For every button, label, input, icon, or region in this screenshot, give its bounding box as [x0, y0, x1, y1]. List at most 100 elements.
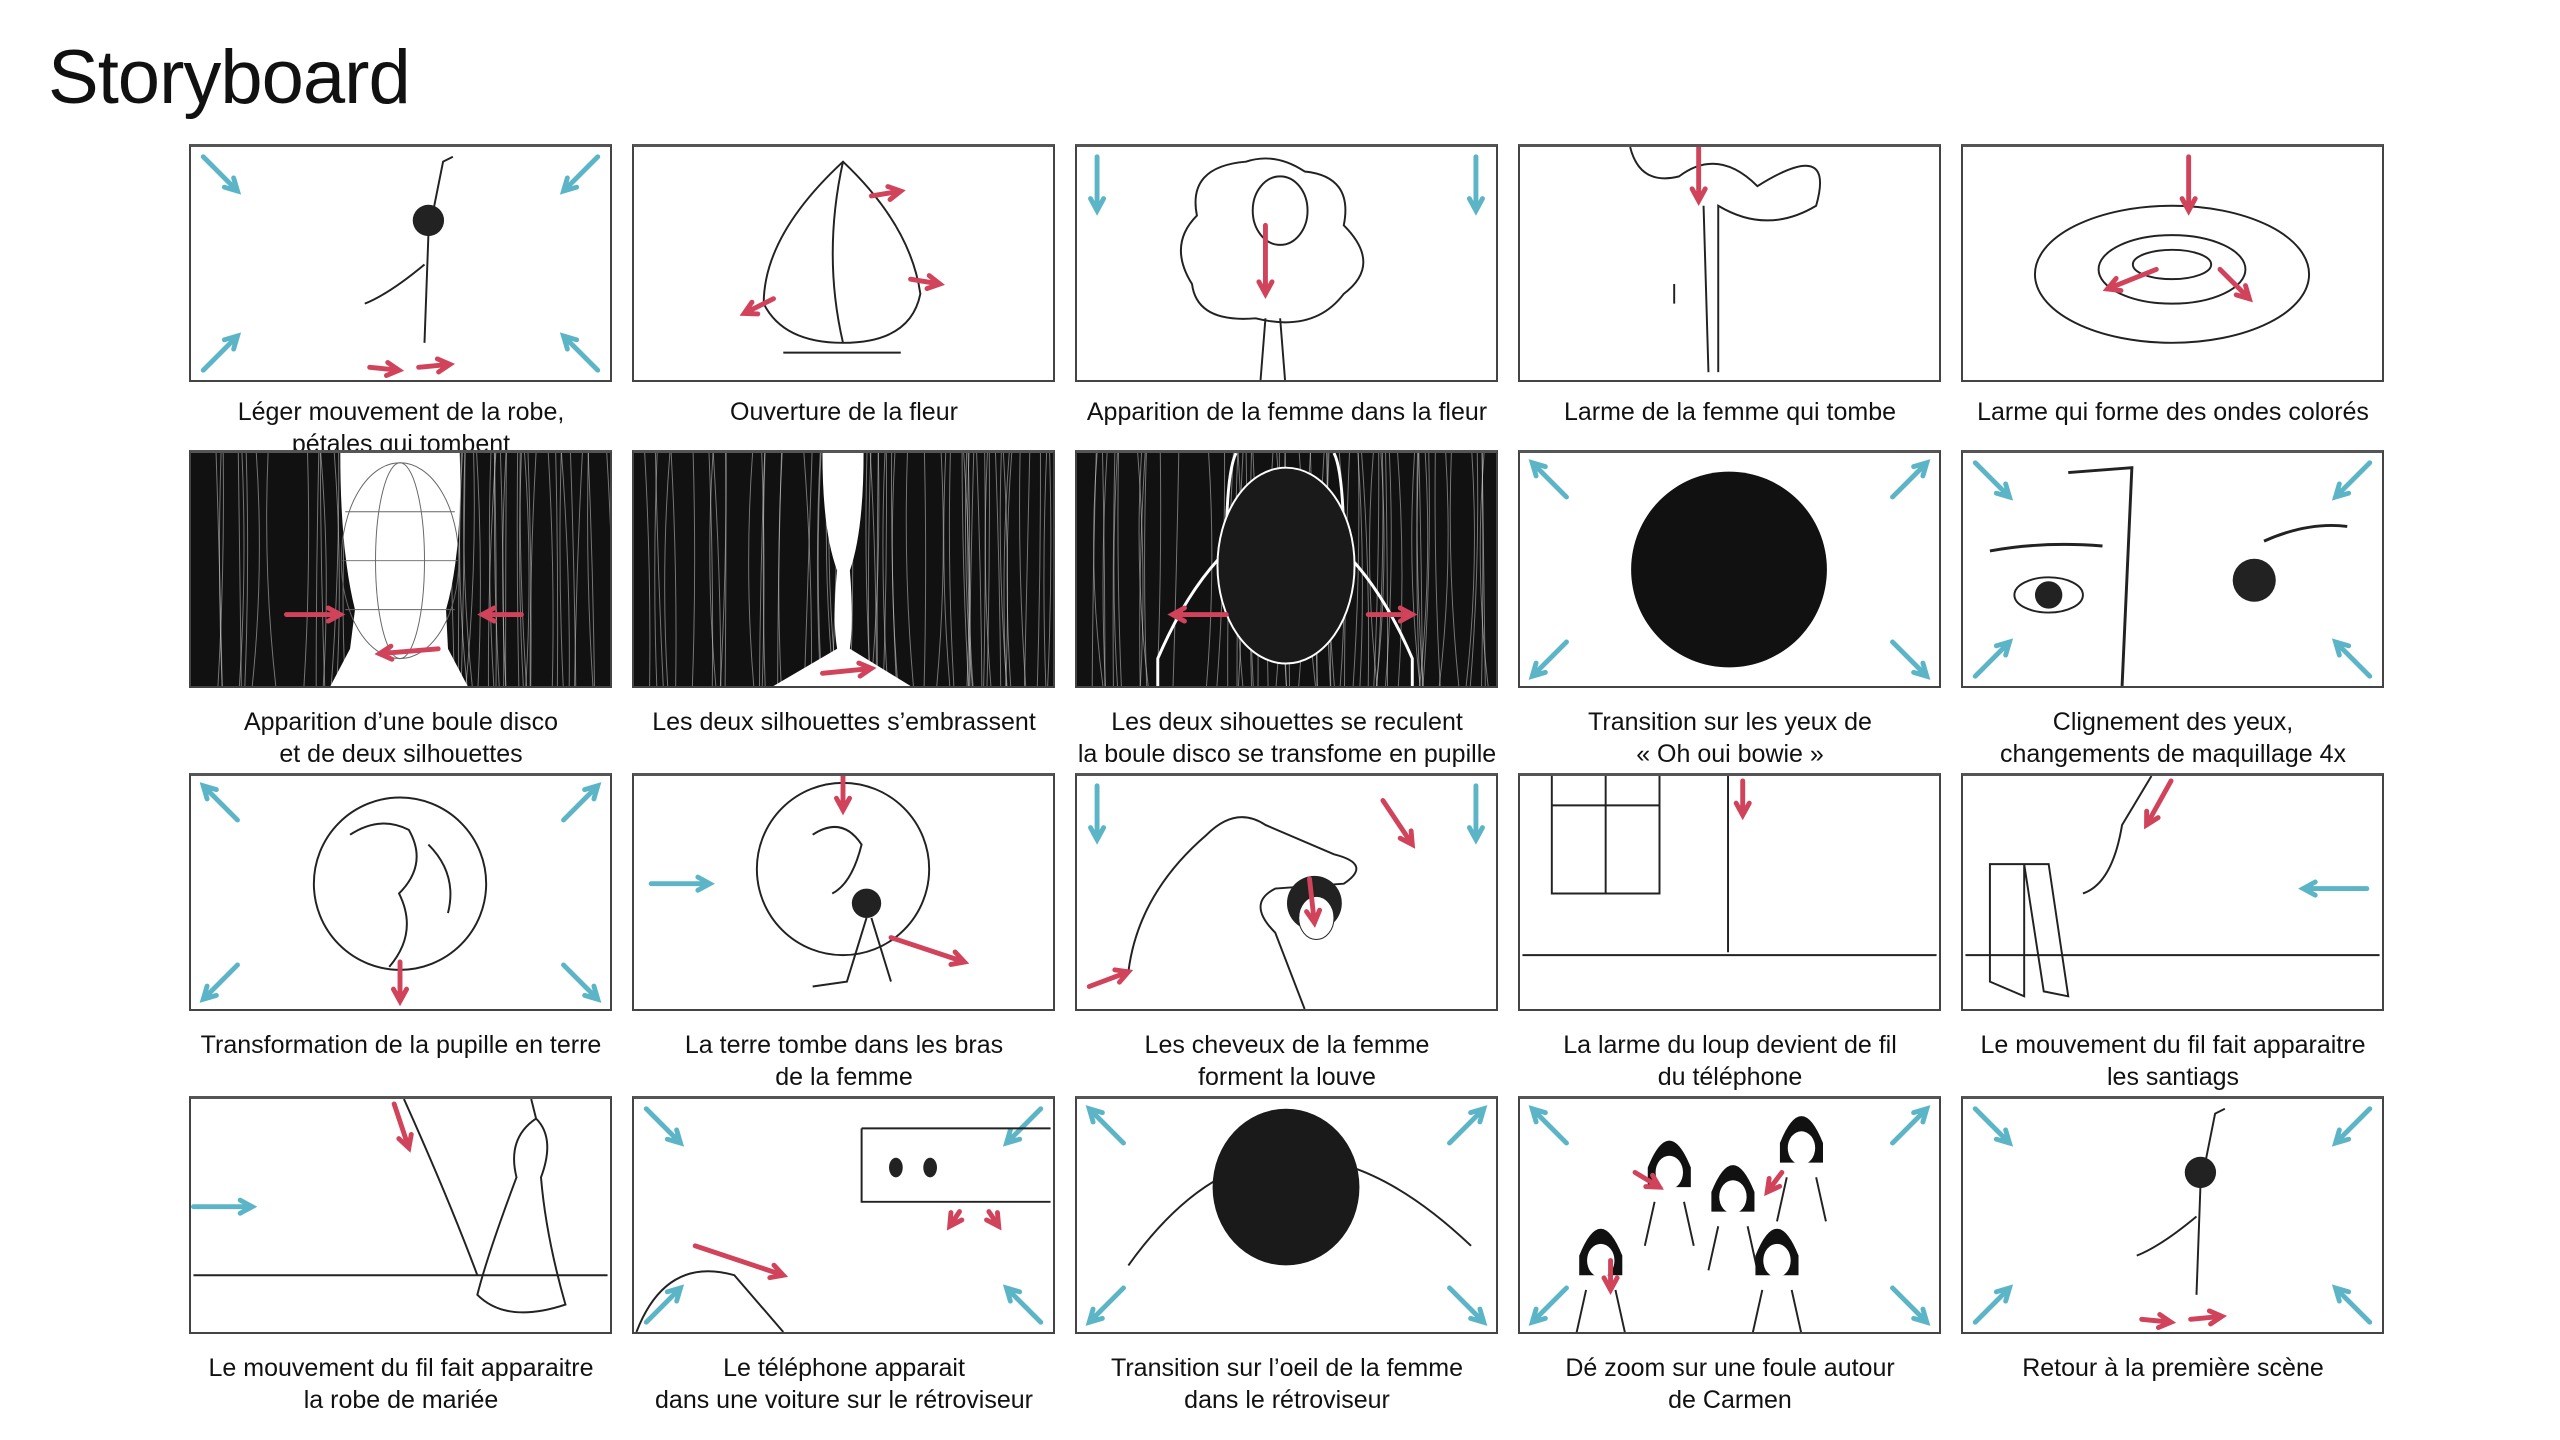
caption-line: de la femme — [624, 1061, 1064, 1093]
sketch-dress — [191, 1099, 610, 1332]
storyboard-frame-16 — [189, 1096, 612, 1334]
caption-line: Larme qui forme des ondes colorés — [1953, 396, 2393, 428]
sketch-wolf — [1077, 776, 1496, 1009]
frame-caption: Transition sur l’oeil de la femmedans le… — [1067, 1352, 1507, 1416]
arrow-icon — [1736, 781, 1749, 815]
arrow-icon — [2142, 1314, 2171, 1327]
arrow-icon — [891, 938, 964, 965]
frame-caption: Ouverture de la fleur — [624, 396, 1064, 428]
arrow-icon — [651, 877, 710, 890]
arrow-icon — [564, 336, 598, 370]
arrow-icon — [1007, 1288, 1041, 1322]
caption-line: Léger mouvement de la robe, — [181, 396, 621, 428]
arrow-icon — [1767, 1172, 1782, 1192]
frame-caption: Larme de la femme qui tombe — [1510, 396, 1950, 428]
caption-line: La larme du loup devient de fil — [1510, 1029, 1950, 1061]
arrow-icon — [2147, 781, 2171, 825]
arrow-icon — [2336, 463, 2370, 497]
frame-caption: Larme qui forme des ondes colorés — [1953, 396, 2393, 428]
frame-caption: Dé zoom sur une foule autourde Carmen — [1510, 1352, 1950, 1416]
arrow-icon — [1532, 1288, 1566, 1322]
caption-line: Clignement des yeux, — [1953, 706, 2393, 738]
storyboard-frame-19 — [1518, 1096, 1941, 1334]
caption-line: « Oh oui bowie » — [1510, 738, 1950, 770]
caption-line: Transition sur les yeux de — [1510, 706, 1950, 738]
frame-caption: Apparition d’une boule discoet de deux s… — [181, 706, 621, 770]
arrow-icon — [1090, 786, 1103, 840]
arrow-icon — [1007, 1109, 1041, 1143]
arrow-icon — [695, 1246, 783, 1278]
arrow-icon — [203, 336, 237, 370]
caption-line: dans une voiture sur le rétroviseur — [624, 1384, 1064, 1416]
caption-line: Les deux sihouettes se reculent — [1067, 706, 1507, 738]
caption-line: Apparition d’une boule disco — [181, 706, 621, 738]
arrow-icon — [482, 608, 521, 621]
arrow-icon — [987, 1212, 999, 1227]
frame-caption: La larme du loup devient de fildu téléph… — [1510, 1029, 1950, 1093]
storyboard-frame-7 — [632, 450, 1055, 688]
sketch-pupil-dark — [1077, 453, 1496, 686]
storyboard-frame-12 — [632, 773, 1055, 1011]
frame-caption: Apparition de la femme dans la fleur — [1067, 396, 1507, 428]
sketch-crowd — [1520, 1099, 1939, 1332]
caption-line: Apparition de la femme dans la fleur — [1067, 396, 1507, 428]
arrow-icon — [1383, 800, 1412, 844]
arrow-icon — [1089, 1109, 1123, 1143]
arrow-icon — [370, 362, 399, 375]
arrow-icon — [1975, 642, 2009, 676]
frame-caption: Le téléphone apparaitdans une voiture su… — [624, 1352, 1064, 1416]
frame-caption: Le mouvement du fil fait apparaitrela ro… — [181, 1352, 621, 1416]
arrow-icon — [1450, 1288, 1484, 1322]
frame-caption: Clignement des yeux,changements de maqui… — [1953, 706, 2393, 770]
arrow-icon — [1893, 463, 1927, 497]
frame-caption: Transformation de la pupille en terre — [181, 1029, 621, 1061]
arrow-icon — [2336, 1109, 2370, 1143]
storyboard-frame-8 — [1075, 450, 1498, 688]
arrow-icon — [871, 187, 900, 200]
storyboard-frame-9 — [1518, 450, 1941, 688]
storyboard-frame-17 — [632, 1096, 1055, 1334]
arrow-icon — [1089, 970, 1128, 987]
caption-line: Transformation de la pupille en terre — [181, 1029, 621, 1061]
arrow-icon — [950, 1212, 962, 1227]
sketch-boots — [1963, 776, 2382, 1009]
frame-caption: Retour à la première scène — [1953, 1352, 2393, 1384]
arrow-icon — [1893, 1288, 1927, 1322]
sketch-earth — [191, 776, 610, 1009]
arrow-icon — [1532, 1109, 1566, 1143]
frame-caption: Les cheveux de la femmeforment la louve — [1067, 1029, 1507, 1093]
sketch-black-circle — [1520, 453, 1939, 686]
arrow-icon — [1975, 1109, 2009, 1143]
caption-line: changements de maquillage 4x — [1953, 738, 2393, 770]
frame-caption: Les deux sihouettes se reculentla boule … — [1067, 706, 1507, 770]
caption-line: Dé zoom sur une foule autour — [1510, 1352, 1950, 1384]
arrow-icon — [286, 608, 340, 621]
arrow-icon — [2182, 157, 2195, 211]
caption-line: de Carmen — [1510, 1384, 1950, 1416]
storyboard-frame-4 — [1518, 144, 1941, 382]
arrow-icon — [1089, 1288, 1123, 1322]
sketch-dancer — [1963, 1099, 2382, 1332]
caption-line: Le mouvement du fil fait apparaitre — [1953, 1029, 2393, 1061]
storyboard-frame-13 — [1075, 773, 1498, 1011]
arrow-icon — [419, 359, 450, 372]
caption-line: du téléphone — [1510, 1061, 1950, 1093]
arrow-icon — [393, 962, 406, 1001]
caption-line: Les deux silhouettes s’embrassent — [624, 706, 1064, 738]
frame-caption: Les deux silhouettes s’embrassent — [624, 706, 1064, 738]
storyboard-frame-5 — [1961, 144, 2384, 382]
arrow-icon — [193, 1200, 252, 1213]
storyboard-frame-3 — [1075, 144, 1498, 382]
storyboard-frame-18 — [1075, 1096, 1498, 1334]
sketch-mirror — [634, 1099, 1053, 1332]
arrow-icon — [203, 965, 237, 999]
caption-line: forment la louve — [1067, 1061, 1507, 1093]
arrow-icon — [1975, 1288, 2009, 1322]
arrow-icon — [564, 157, 598, 191]
arrow-icon — [1172, 608, 1226, 621]
sketch-earth-woman — [634, 776, 1053, 1009]
arrow-icon — [646, 1288, 680, 1322]
frame-caption: La terre tombe dans les brasde la femme — [624, 1029, 1064, 1093]
caption-line: la robe de mariée — [181, 1384, 621, 1416]
arrow-icon — [564, 786, 598, 820]
